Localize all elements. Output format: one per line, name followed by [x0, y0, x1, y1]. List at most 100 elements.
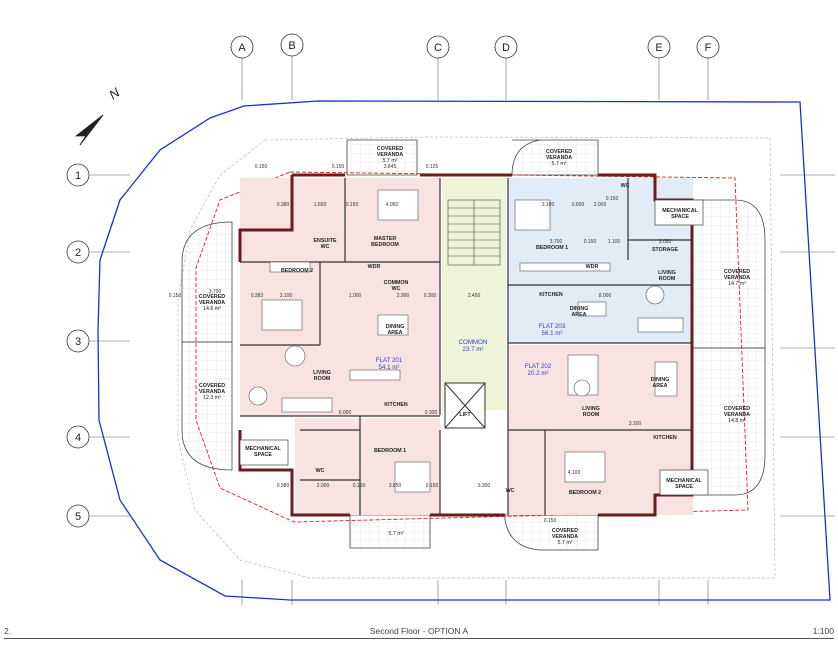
dimension-text: 3.050 [659, 239, 672, 245]
dimension-text: 3.700 [209, 289, 222, 295]
dimension-text: 0.150 [584, 239, 597, 245]
room-label: SPACE [254, 452, 272, 458]
room-label: LIVING [658, 270, 676, 276]
dimension-text: 3.850 [389, 483, 402, 489]
dimension-text: 8.000 [599, 293, 612, 299]
dimension-text: 0.150 [332, 164, 345, 170]
room-label: WC [321, 244, 330, 250]
room-label: ROOM [314, 376, 331, 382]
room-label: ROOM [659, 276, 676, 282]
covered-veranda-label: COVERED [199, 294, 225, 300]
room-label: BEDROOM 1 [536, 245, 568, 251]
dimension-text: 0.150 [353, 483, 366, 489]
area-label: 5.7 m² [557, 540, 572, 546]
covered-veranda-label: VERANDA [724, 412, 750, 418]
dimension-text: 4.050 [386, 202, 399, 208]
area-label: 12.3 m² [203, 395, 221, 401]
dimension-text: 2.900 [397, 293, 410, 299]
dimension-text: 6.000 [339, 410, 352, 416]
grid-label-3: 3 [75, 336, 81, 348]
dimension-text: 3.845 [384, 164, 397, 170]
dimension-text: 2.000 [317, 483, 330, 489]
room-label: COMMON [384, 280, 409, 286]
covered-veranda-label: COVERED [377, 146, 403, 152]
drawing-title: Second Floor - OPTION A [369, 626, 469, 636]
dimension-text: 0.300 [424, 293, 437, 299]
room-label: KITCHEN [384, 402, 408, 408]
dimension-text: 0.150 [544, 518, 557, 524]
room-label: SPACE [671, 214, 689, 220]
flat-label: FLAT 201 [376, 357, 403, 364]
room-label: DINING [570, 306, 589, 312]
grid-label-4: 4 [75, 432, 81, 444]
flat-area: 54.1 m² [379, 364, 400, 371]
room-label: LIVING [313, 370, 331, 376]
room-label: MECHANICAL [662, 208, 698, 214]
room-label: WDR [368, 264, 381, 270]
grid-label-5: 5 [75, 511, 81, 523]
grid-lines [90, 56, 835, 605]
covered-veranda-label: VERANDA [377, 152, 403, 158]
grid-label-1: 1 [75, 170, 81, 182]
room-label: WDR [586, 264, 599, 270]
lift-shaft [444, 382, 486, 429]
dimension-text: 1.650 [314, 202, 327, 208]
grid-label-2: 2 [75, 247, 81, 259]
room-label: DINING [386, 324, 405, 330]
covered-veranda-label: COVERED [552, 528, 578, 534]
red-dashed-line [195, 171, 749, 523]
dimension-text: 1.000 [349, 293, 362, 299]
dimension-text: 0.300 [425, 410, 438, 416]
dimension-text: 2.450 [468, 293, 481, 299]
room-label: MASTER [374, 236, 397, 242]
dimension-text: 3.700 [550, 239, 563, 245]
dimension-text: 3.100 [280, 293, 293, 299]
staircase [447, 199, 501, 266]
dimension-text: 0.150 [606, 196, 619, 202]
dimension-text: 0.150 [255, 164, 268, 170]
area-label: 5.7 m² [551, 161, 566, 167]
flat-label: FLAT 202 [525, 363, 552, 370]
dimension-text: 1.100 [608, 239, 621, 245]
grid-bubbles [66, 33, 720, 528]
dimension-text: 3.100 [542, 202, 555, 208]
footer-rule [4, 638, 834, 639]
room-label: LIVING [582, 406, 600, 412]
dimension-text: 0.383 [251, 293, 264, 299]
room-label: AREA [571, 312, 586, 318]
area-label: 14.8 m² [728, 418, 746, 424]
room-label: WC [506, 488, 515, 494]
dimension-text: 3.100 [629, 421, 642, 427]
area-label: 5.7 m² [382, 158, 397, 164]
north-label: N [106, 84, 123, 102]
drawing-scale: 1:100 [812, 626, 834, 636]
covered-veranda-label: COVERED [199, 383, 225, 389]
covered-veranda-label: VERANDA [724, 275, 750, 281]
dimension-text: 0.150 [169, 293, 182, 299]
plot-boundary [97, 100, 831, 601]
flat-label: FLAT 203 [539, 323, 566, 330]
grid-label-C: C [434, 42, 442, 54]
room-label: MECHANICAL [245, 446, 281, 452]
room-label: DINING [651, 377, 670, 383]
interior-walls [240, 178, 692, 515]
grid-label-A: A [238, 42, 246, 54]
covered-veranda-label: COVERED [724, 269, 750, 275]
room-label: BEDROOM 1 [374, 448, 406, 454]
room-label: KITCHEN [653, 435, 677, 441]
common-area: 23.7 m² [463, 346, 484, 353]
sheet-number: 2. [4, 626, 12, 636]
covered-veranda-label: COVERED [546, 149, 572, 155]
room-label: BEDROOM 2 [281, 268, 313, 274]
verandas [181, 139, 766, 551]
north-arrow-icon: N [74, 84, 123, 146]
grid-label-F: F [705, 42, 712, 54]
covered-veranda-label: VERANDA [546, 155, 572, 161]
dimension-text: 0.600 [572, 202, 585, 208]
room-label: AREA [652, 383, 667, 389]
grid-label-E: E [655, 42, 662, 54]
walls [238, 173, 694, 517]
room-label: ENSUITE [314, 238, 337, 244]
dimension-text: 4.100 [568, 470, 581, 476]
